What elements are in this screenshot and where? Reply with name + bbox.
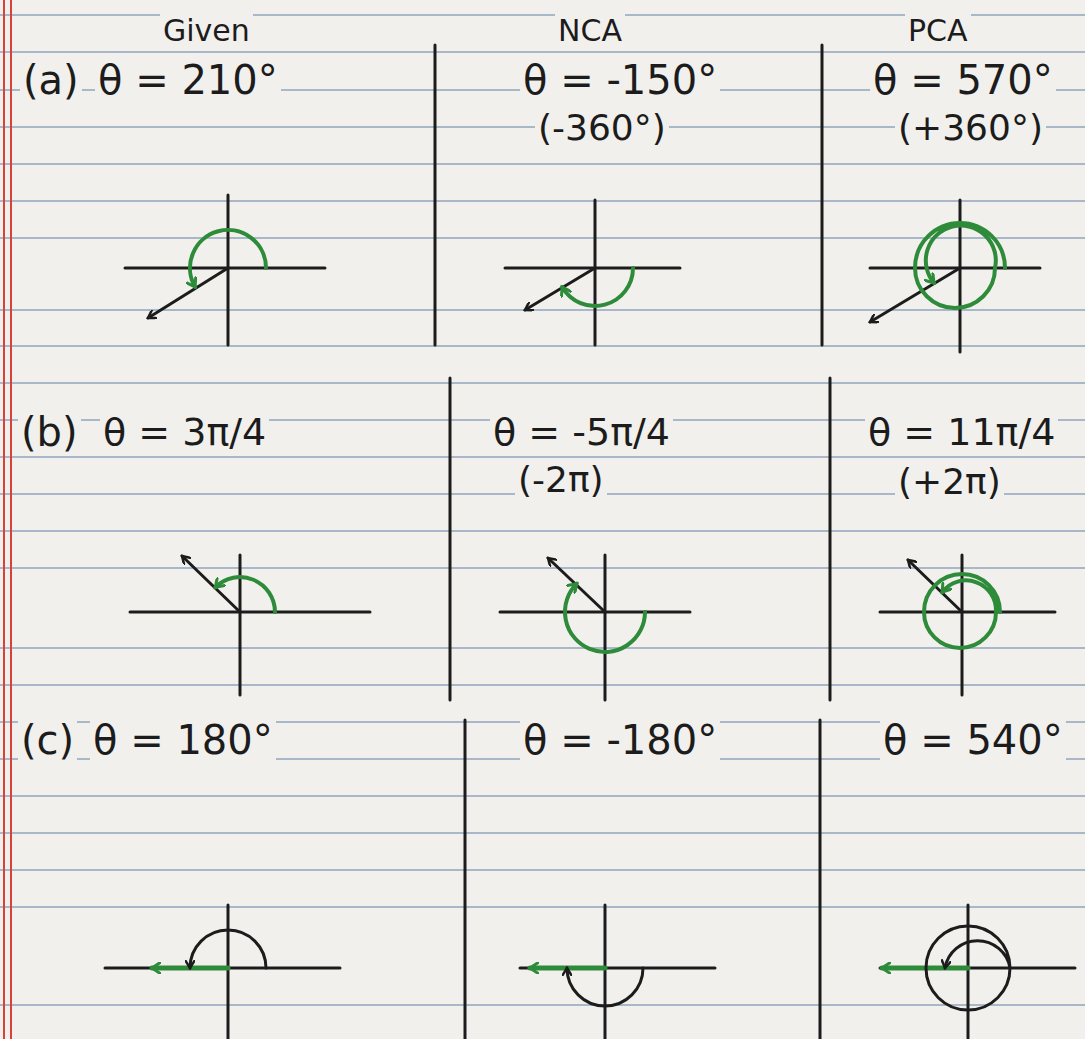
angle-value: θ = -150° — [520, 58, 720, 102]
column-divider — [819, 720, 822, 1039]
angle-neg150-sketch — [505, 200, 680, 345]
x-axis — [130, 611, 370, 614]
margin-line — [3, 0, 5, 1039]
angle-11pi4-sketch — [880, 555, 1055, 695]
margin-lines — [4, 0, 11, 1039]
ruled-line — [0, 163, 1085, 165]
y-axis — [604, 555, 607, 700]
angle-value: θ = -5π/4 — [490, 412, 673, 454]
part-letter: (c) — [18, 718, 77, 762]
y-axis — [227, 905, 230, 1039]
ruled-line — [0, 382, 1085, 384]
angle-570-sketch — [870, 200, 1040, 352]
x-axis — [105, 967, 340, 970]
column-heading: Given — [160, 14, 253, 47]
terminal-side — [182, 556, 240, 612]
angle-value: θ = 570° — [870, 58, 1056, 102]
angle-value: θ = 210° — [95, 58, 281, 102]
ruled-line — [0, 237, 1085, 239]
operation-note: (+2π) — [895, 462, 1004, 502]
rotation-spiral — [915, 223, 1005, 308]
angle-value: θ = -180° — [520, 718, 720, 762]
part-letter: (a) — [20, 58, 82, 102]
operation-note: (+360°) — [895, 108, 1046, 148]
angle-3pi4-sketch — [130, 555, 370, 695]
y-axis — [604, 905, 607, 1039]
ruled-line — [0, 200, 1085, 202]
angle-neg5pi4-sketch — [500, 555, 690, 700]
x-axis — [500, 611, 690, 614]
rotation-arc — [190, 230, 266, 287]
terminal-side — [148, 268, 228, 318]
rotation-arc — [215, 577, 275, 612]
column-heading: NCA — [555, 14, 625, 47]
angle-value: θ = 11π/4 — [865, 412, 1058, 454]
ruled-line — [0, 795, 1085, 797]
ruled-line — [0, 869, 1085, 871]
ruled-line — [0, 832, 1085, 834]
ruled-line — [0, 906, 1085, 908]
ruled-line — [0, 530, 1085, 532]
rotation-arc — [562, 268, 633, 306]
rotation-arc — [567, 968, 643, 1006]
part-letter: (b) — [18, 410, 81, 454]
operation-note: (-360°) — [535, 108, 669, 148]
column-divider — [449, 378, 452, 700]
ruled-lines — [0, 15, 1085, 1005]
ruled-line — [0, 51, 1085, 53]
column-divider — [821, 45, 824, 345]
angle-value: θ = 540° — [880, 718, 1066, 762]
ruled-line — [0, 567, 1085, 569]
angle-value: θ = 3π/4 — [100, 412, 269, 454]
x-axis — [880, 611, 1055, 614]
margin-line — [10, 0, 12, 1039]
ruled-line — [0, 1004, 1085, 1006]
ruled-line — [0, 345, 1085, 347]
operation-note: (-2π) — [515, 460, 607, 500]
column-divider — [434, 45, 437, 345]
angle-210-sketch — [125, 195, 325, 345]
angle-180-sketch — [105, 905, 340, 1039]
x-axis — [520, 967, 715, 970]
column-divider — [464, 720, 467, 1039]
angle-neg180-sketch — [520, 905, 715, 1039]
column-heading: PCA — [905, 14, 971, 47]
ruled-line — [0, 647, 1085, 649]
ruled-line — [0, 456, 1085, 458]
column-divider — [829, 378, 832, 700]
y-axis — [594, 200, 597, 345]
x-axis — [870, 267, 1040, 270]
angle-540-sketch — [880, 905, 1075, 1039]
rotation-spiral — [926, 926, 1010, 1010]
ruled-line — [0, 684, 1085, 686]
x-axis — [880, 967, 1075, 970]
angle-value: θ = 180° — [90, 718, 276, 762]
rotation-arc — [565, 584, 645, 652]
rotation-arc — [190, 930, 266, 968]
rotation-spiral — [924, 574, 1000, 648]
column-dividers — [435, 45, 830, 1039]
